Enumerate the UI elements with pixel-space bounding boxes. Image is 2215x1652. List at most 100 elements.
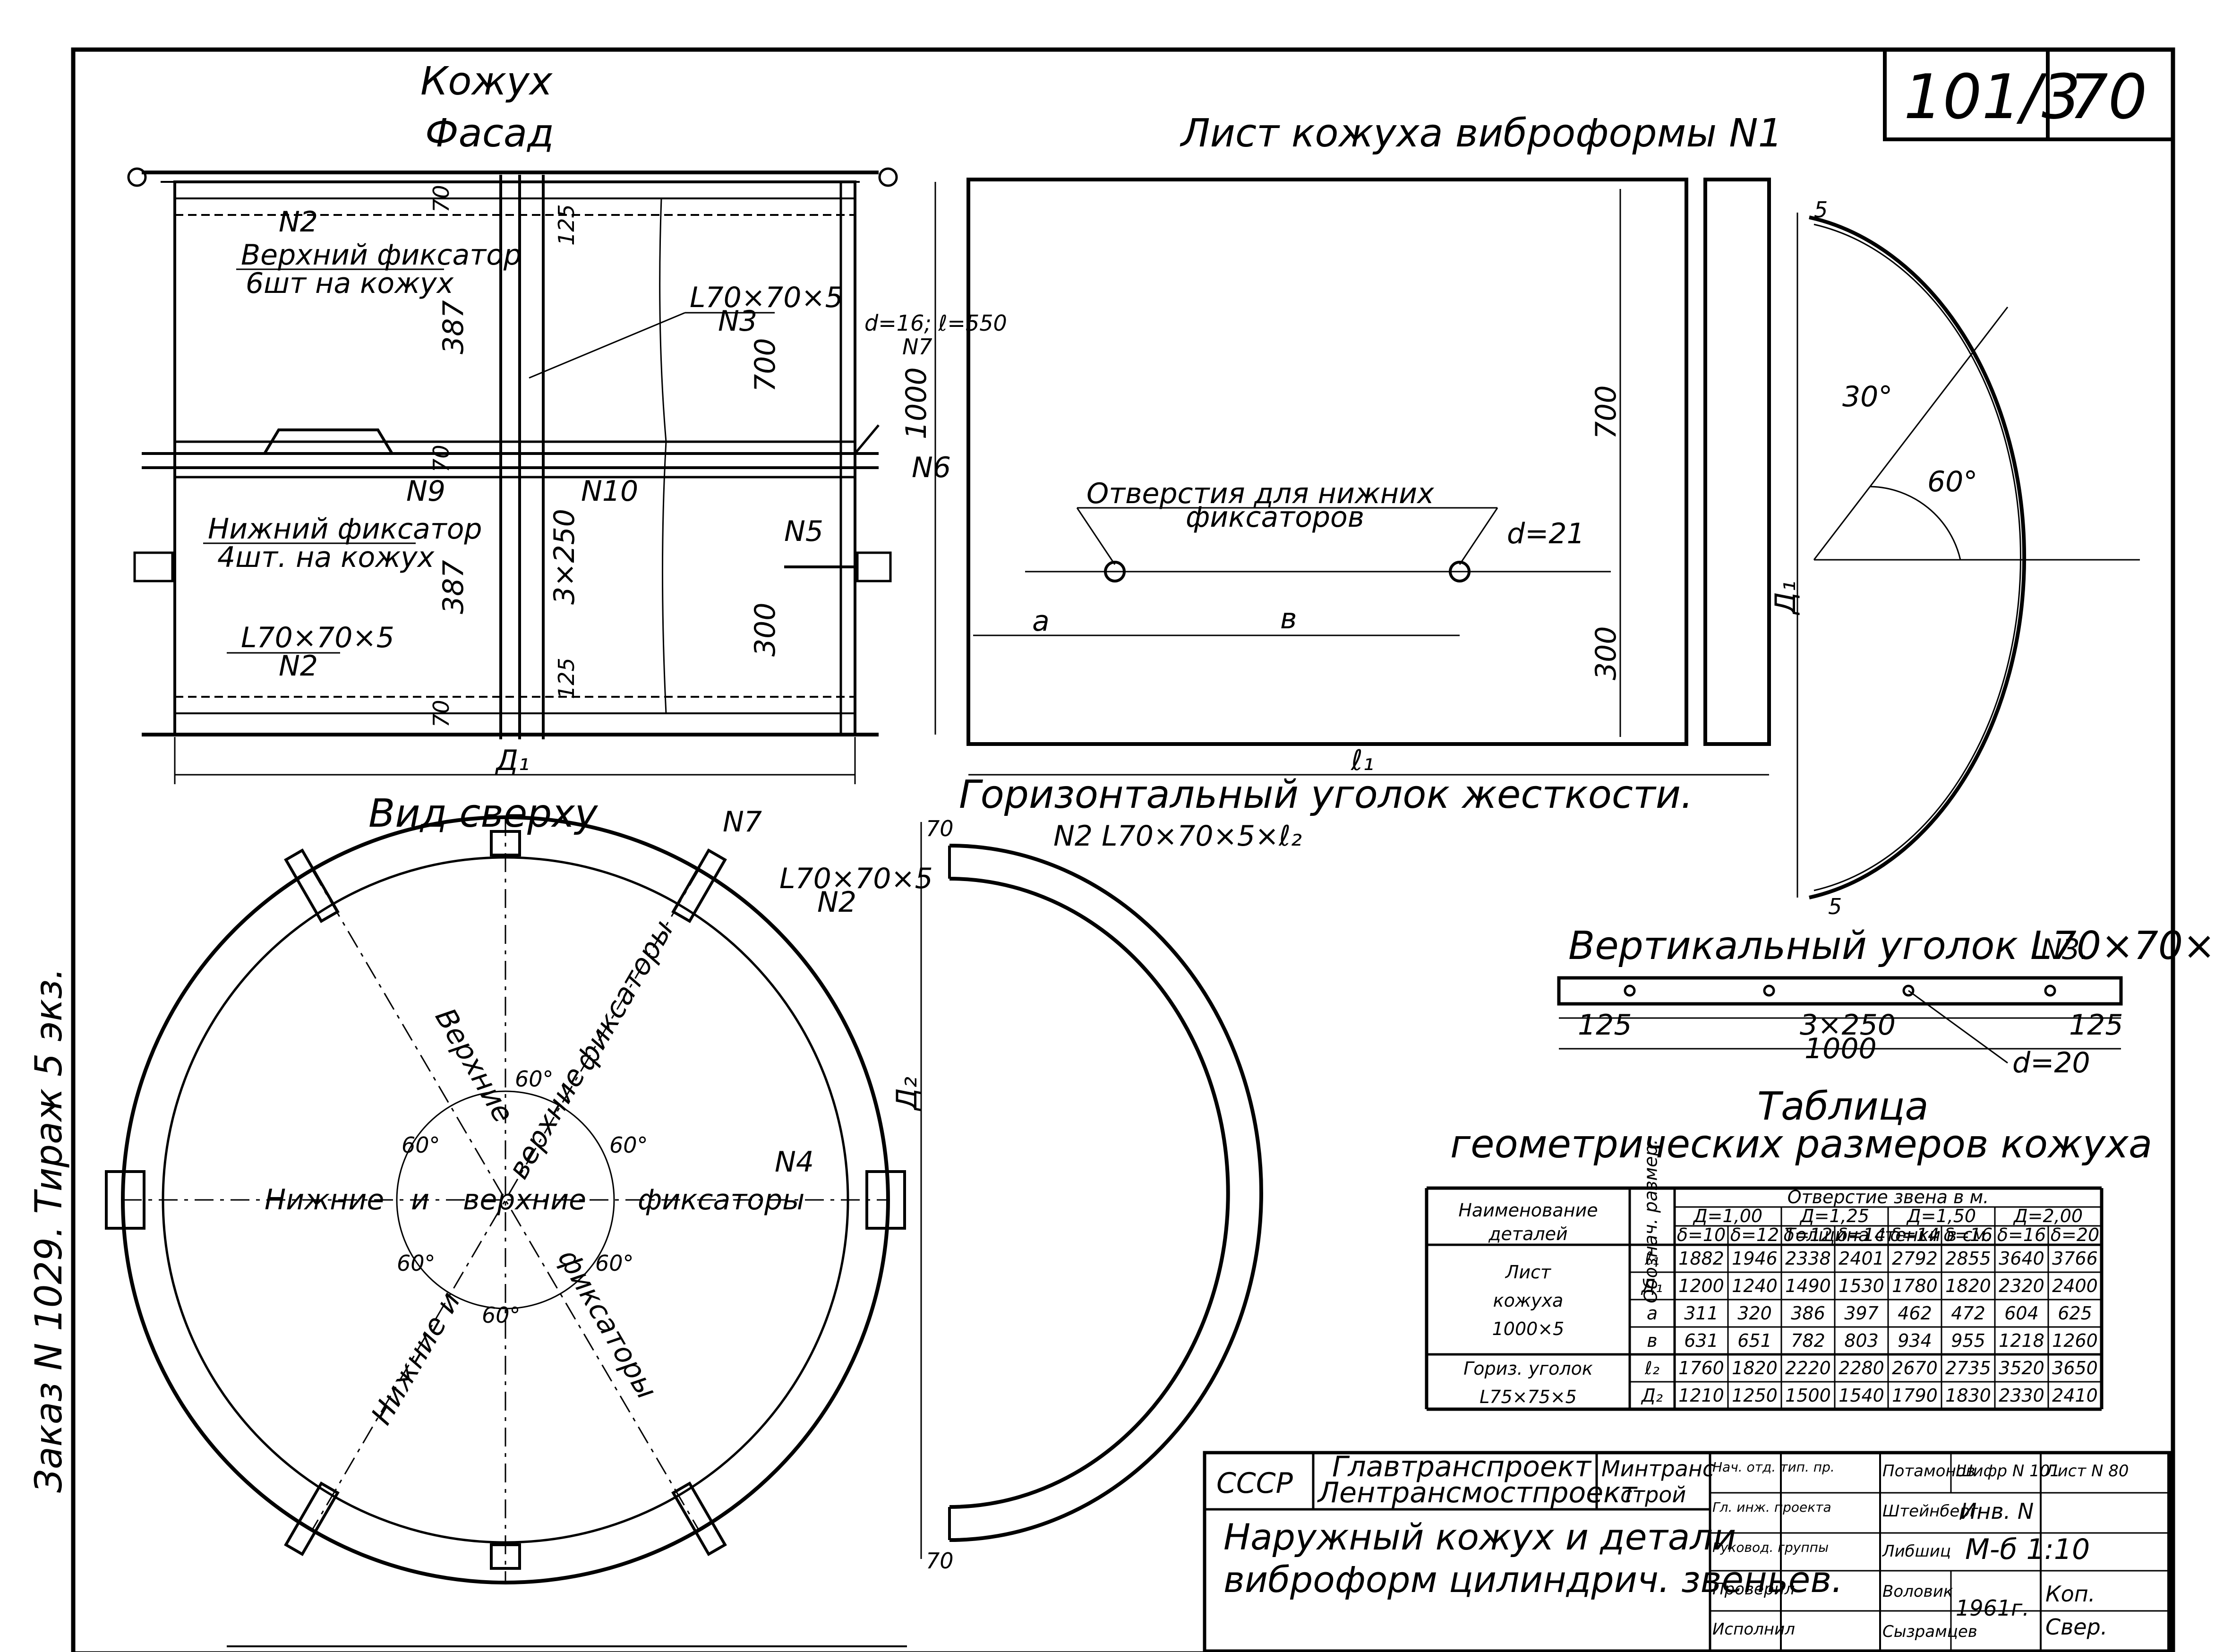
table-cell-value: 604 (2004, 1303, 2039, 1324)
facade-subtitle: Фасад (425, 111, 554, 156)
table-diameter: Д=1,25 (1799, 1206, 1869, 1226)
table-cell-value: 2280 (1839, 1358, 1884, 1378)
inventory-label: Инв. N (1960, 1498, 2034, 1524)
table-cell-value: 651 (1737, 1330, 1772, 1351)
facade-dim-387-top: 387 (437, 300, 470, 354)
ring-dim-70-top: 70 (926, 816, 954, 841)
top-view-angle-60-top: 60° (515, 1066, 554, 1092)
semicircle-dim-d1: Д₁ (1769, 581, 1802, 616)
table-cell-value: 1260 (2052, 1330, 2098, 1351)
facade-pos-n7: N7 (902, 334, 932, 360)
copied-label: Коп. (2045, 1581, 2095, 1607)
table-cell-value: 2220 (1785, 1358, 1831, 1378)
top-view-angle-label: L70×70×5 (779, 862, 933, 895)
facade-dim-70-mid: 70 (428, 445, 454, 472)
title-ministry-2: строй (1620, 1482, 1686, 1507)
top-view-lower-word-3: верхние (463, 1183, 586, 1216)
facade-title: Кожух (420, 59, 553, 104)
table-row-code: ℓ₂ (1644, 1358, 1659, 1378)
table-cell-value: 3520 (1999, 1358, 2044, 1378)
title-ministry-1: Минтранс (1601, 1456, 1714, 1481)
table-cell-value: 386 (1791, 1303, 1825, 1324)
vertical-angle-dim-3x250: 3×250 (1800, 1009, 1896, 1042)
table-cell-value: 1500 (1785, 1385, 1831, 1406)
drawing-title-2: виброформ цилиндрич. звеньев. (1223, 1558, 1843, 1601)
semicircle-angle-60: 60° (1927, 465, 1977, 498)
facade-dim-3x250: 3×250 (548, 509, 581, 605)
vertical-angle-view: Вертикальный уголок L70×70×5 N3. 125 3×2… (1557, 924, 2215, 1079)
table-cell-value: 2792 (1892, 1248, 1938, 1269)
sheet-dim-b: в (1280, 602, 1297, 635)
table-cell-value: 1540 (1839, 1385, 1884, 1406)
code-label: Шифр N 101 (1956, 1462, 2060, 1481)
facade-dim-387-bottom: 387 (437, 560, 470, 614)
facade-pos-n6: N6 (912, 451, 951, 484)
table-group-name: Лист (1505, 1262, 1552, 1283)
table-cell-value: 2400 (2052, 1275, 2098, 1296)
table-diameter: Д=1,50 (1906, 1206, 1976, 1226)
role-2: Гл. инж. проекта (1712, 1499, 1831, 1515)
table-cell-value: 2855 (1945, 1248, 1991, 1269)
drawing-title-1: Наружный кожух и детали (1223, 1516, 1736, 1558)
facade-lower-fixator-1: Нижний фиксатор (208, 513, 482, 546)
name-3: Либшиц (1881, 1542, 1951, 1561)
print-order-note: Заказ N 1029. Тираж 5 экз. (28, 967, 70, 1493)
top-view-lower-word-1: Нижние (265, 1183, 384, 1216)
table-cell-value: 1210 (1678, 1385, 1724, 1406)
top-view: Вид сверху N7 L70×70×5 N2 N4 Верхние вер… (105, 791, 933, 1584)
table-cell-value: 803 (1844, 1330, 1879, 1351)
sheet-number: 70 (2069, 61, 2147, 133)
table-cell-value: 2401 (1839, 1248, 1884, 1269)
sheet-label: Лист N 80 (2044, 1462, 2129, 1481)
top-view-n7: N7 (723, 805, 762, 839)
ring-dim-d2: Д₂ (890, 1077, 924, 1112)
table-cell-value: 2338 (1785, 1248, 1831, 1269)
scale-label: М-б 1:10 (1965, 1533, 2090, 1566)
sheet-holes-1: Отверстия для нижних (1086, 477, 1434, 510)
top-view-upper-word-3: фиксаторы (568, 915, 680, 1076)
vertical-angle-dim-125-left: 125 (1578, 1009, 1632, 1042)
table-cell-value: 320 (1737, 1303, 1772, 1324)
table-cell-value: 782 (1791, 1330, 1825, 1351)
table-cell-value: 1946 (1732, 1248, 1778, 1269)
facade-dim-300: 300 (749, 602, 782, 657)
ring-dim-70-bottom: 70 (926, 1548, 954, 1574)
facade-dim-70-bottom: 70 (428, 700, 454, 728)
table-cell-value: 1530 (1839, 1275, 1884, 1296)
top-view-lower-word-5: Нижние и (365, 1286, 467, 1430)
table-thickness: δ=12 (1730, 1224, 1779, 1245)
facade-angle-label-top: L70×70×5 (690, 281, 843, 314)
table-cell-value: 2330 (1999, 1385, 2044, 1406)
table-diameter: Д=2,00 (2013, 1206, 2083, 1226)
facade-upper-fixator-1: Верхний фиксатор (241, 239, 522, 272)
table-col-designation: Обознач. размер. (1641, 1139, 1661, 1303)
table-row-code: в (1647, 1330, 1657, 1351)
top-view-angle-60-right-top: 60° (609, 1132, 648, 1158)
facade-dim-70-top: 70 (428, 185, 454, 213)
vertical-angle-dim-125-right: 125 (2069, 1009, 2123, 1042)
table-cell-value: 2320 (1999, 1275, 2044, 1296)
facade-dim-d1: Д₁ (495, 744, 530, 777)
facade-angle-label-bottom: L70×70×5 (241, 621, 394, 654)
table-cell-value: 1882 (1678, 1248, 1724, 1269)
series-number: 101/3 (1904, 61, 2081, 133)
table-cell-value: 2410 (2052, 1385, 2098, 1406)
vertical-angle-hole-d: d=20 (2012, 1046, 2090, 1079)
year-label: 1961г. (1956, 1595, 2029, 1621)
table-cell-value: 2735 (1945, 1358, 1991, 1378)
fixator-hole-right (1449, 561, 1471, 582)
table-cell-value: 3766 (2052, 1248, 2098, 1269)
table-thickness: δ=16 (1997, 1224, 2046, 1245)
role-3: Руковод. группы (1712, 1540, 1829, 1555)
table-cell-value: 1200 (1678, 1275, 1724, 1296)
vertical-angle-pos: N3. (2041, 933, 2089, 966)
table-diameter: Д=1,00 (1693, 1206, 1762, 1226)
table-col-name-2: деталей (1488, 1224, 1567, 1244)
name-5: Сызрамцев (1882, 1622, 1977, 1641)
table-group-name: L75×75×5 (1480, 1387, 1577, 1407)
semicircle-view: 5 30° 60° Д₁ 5 (1769, 197, 2140, 919)
ring-title: N2 L70×70×5×ℓ₂ (1053, 820, 1302, 853)
facade-dim-1000: 1000 (900, 367, 933, 439)
table-row-code: ℓ₁ (1644, 1248, 1659, 1269)
